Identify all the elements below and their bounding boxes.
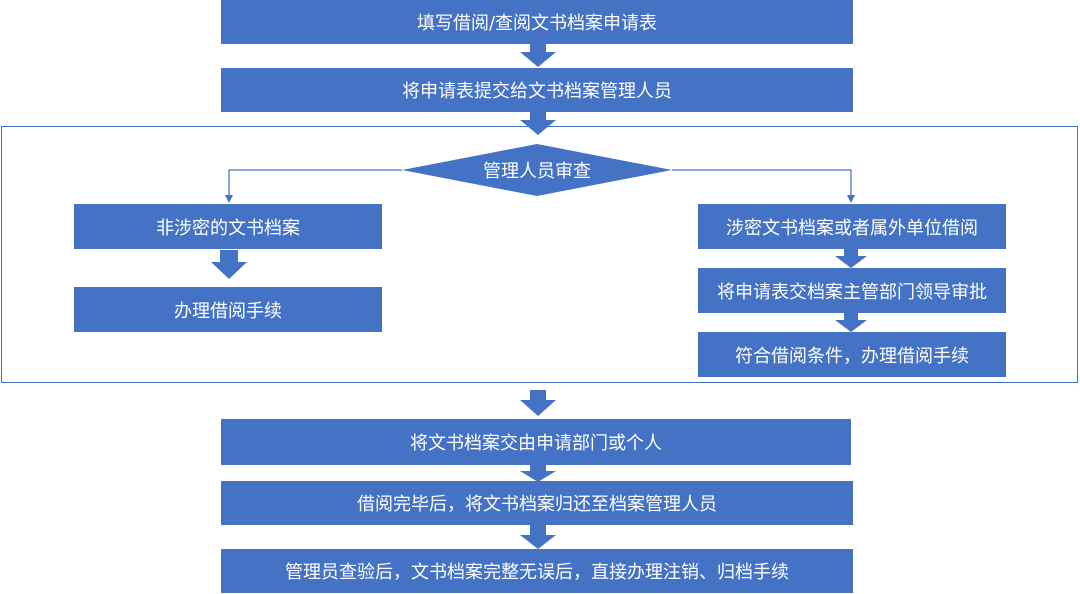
review-diamond-label: 管理人员审查 bbox=[483, 161, 591, 182]
step-fill-application-label: 填写借阅/查阅文书档案申请表 bbox=[416, 13, 658, 34]
left-connector-line bbox=[228, 169, 402, 196]
step-submit-application: 将申请表提交给文书档案管理人员 bbox=[221, 68, 853, 112]
step-deliver-archive: 将文书档案交由申请部门或个人 bbox=[221, 419, 851, 465]
arrow-right-box1-to-box2 bbox=[835, 249, 867, 268]
right-handle-borrow-box: 符合借阅条件，办理借阅手续 bbox=[698, 332, 1006, 377]
right-classified-box: 涉密文书档案或者属外单位借阅 bbox=[698, 204, 1006, 249]
right-classified-label: 涉密文书档案或者属外单位借阅 bbox=[726, 217, 978, 239]
review-diamond-label-wrap: 管理人员审查 bbox=[404, 150, 670, 190]
arrow-step4-to-step5 bbox=[520, 525, 556, 549]
arrow-step3-to-step4 bbox=[520, 465, 556, 482]
right-handle-borrow-label: 符合借阅条件，办理借阅手续 bbox=[735, 345, 969, 367]
right-connector-line bbox=[672, 169, 852, 196]
step-deliver-archive-label: 将文书档案交由申请部门或个人 bbox=[410, 433, 662, 454]
step-return-archive: 借阅完毕后，将文书档案归还至档案管理人员 bbox=[221, 481, 853, 525]
right-approval-label: 将申请表交档案主管部门领导审批 bbox=[717, 281, 987, 303]
step-verify-file-label: 管理员查验后，文书档案完整无误后，直接办理注销、归档手续 bbox=[285, 562, 789, 583]
step-return-archive-label: 借阅完毕后，将文书档案归还至档案管理人员 bbox=[357, 494, 717, 515]
step-submit-application-label: 将申请表提交给文书档案管理人员 bbox=[402, 81, 672, 102]
left-handle-borrow-label: 办理借阅手续 bbox=[174, 300, 282, 322]
right-connector-arrowhead bbox=[847, 195, 855, 203]
right-approval-box: 将申请表交档案主管部门领导审批 bbox=[698, 268, 1006, 313]
arrow-step2-to-review bbox=[520, 112, 556, 135]
arrow-right-box2-to-box3 bbox=[835, 313, 867, 332]
arrow-review-to-step3 bbox=[520, 390, 556, 416]
arrow-left-box1-to-box2 bbox=[211, 250, 247, 279]
left-nonclassified-box: 非涉密的文书档案 bbox=[74, 204, 382, 249]
left-nonclassified-label: 非涉密的文书档案 bbox=[156, 217, 300, 239]
left-connector-arrowhead bbox=[225, 195, 233, 203]
left-handle-borrow-box: 办理借阅手续 bbox=[74, 287, 382, 332]
step-verify-file: 管理员查验后，文书档案完整无误后，直接办理注销、归档手续 bbox=[221, 549, 853, 593]
review-diamond bbox=[402, 144, 672, 196]
arrow-step1-to-step2 bbox=[520, 44, 556, 67]
step-fill-application: 填写借阅/查阅文书档案申请表 bbox=[221, 0, 853, 44]
